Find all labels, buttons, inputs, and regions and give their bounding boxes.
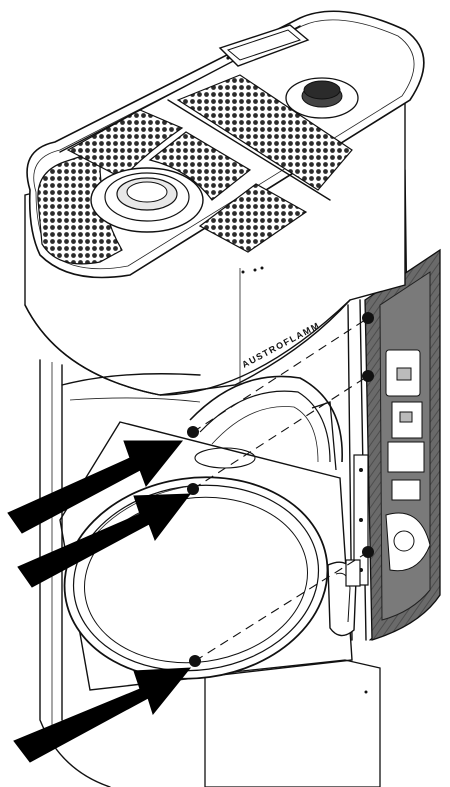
air-grilles: [37, 25, 353, 265]
firebox-opening: [61, 373, 201, 403]
rail-point-1: [362, 312, 374, 324]
side-service-panel: [347, 248, 441, 641]
fixing-points: [187, 312, 374, 667]
control-knob: [285, 77, 359, 119]
grille-center: [148, 131, 252, 201]
fixing-point-2: [187, 483, 199, 495]
grille-right: [198, 183, 308, 253]
arrow-middle: [17, 493, 192, 588]
rail-point-2: [362, 370, 374, 382]
grille-rear: [176, 74, 353, 191]
fixing-point-1: [187, 426, 199, 438]
door-handle: [327, 559, 361, 637]
door-ring-upper: [189, 375, 343, 471]
base-plate: [204, 659, 381, 787]
rail-point-3: [362, 546, 374, 558]
fixing-point-3: [189, 655, 201, 667]
alignment-lines: [192, 317, 369, 662]
flue-outlet: [90, 167, 204, 233]
arrow-upper: [7, 440, 184, 534]
arrow-lower: [13, 667, 192, 763]
internal-components: [385, 349, 431, 572]
control-display: [218, 24, 310, 67]
direction-arrows: [7, 440, 192, 763]
